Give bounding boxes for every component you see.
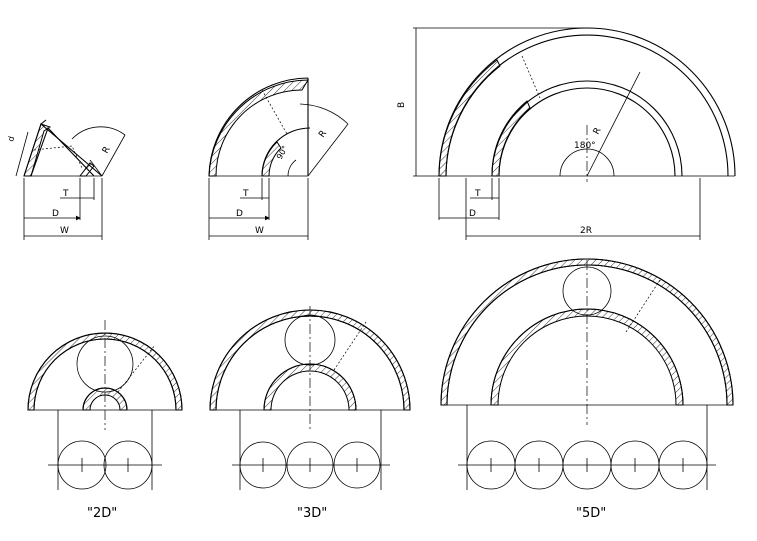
d3-angle-label: 180° — [574, 141, 596, 151]
d3-b-label: B — [397, 102, 407, 108]
return-5d-view: "5D" — [440, 258, 734, 521]
d1-d-dim-label: D — [52, 209, 59, 219]
d1-r-label: R — [101, 145, 113, 155]
caption-2d: "2D" — [87, 506, 117, 521]
d2-t-label: T — [242, 189, 249, 199]
d3-t-label: T — [474, 189, 481, 199]
caption-3d: "3D" — [297, 506, 327, 521]
elbow-90-view: R 90° T D W — [208, 77, 349, 240]
return-180-view: R 180° B T D 2R — [397, 27, 736, 240]
d1-d-label: d — [6, 135, 16, 142]
d1-w-label: W — [60, 226, 69, 236]
elbow-45-view: R d T D W — [6, 119, 126, 240]
d3-r-label: R — [592, 126, 604, 136]
d3-d-dim-label: D — [469, 209, 476, 219]
d2-d-dim-label: D — [236, 209, 243, 219]
d2-w-label: W — [255, 226, 264, 236]
caption-5d: "5D" — [576, 506, 606, 521]
return-3d-view: "3D" — [209, 306, 411, 521]
return-2d-view: "2D" — [27, 320, 183, 521]
d1-t-label: T — [62, 189, 69, 199]
d2-r-label: R — [317, 129, 329, 140]
d3-2r-label: 2R — [580, 226, 592, 236]
